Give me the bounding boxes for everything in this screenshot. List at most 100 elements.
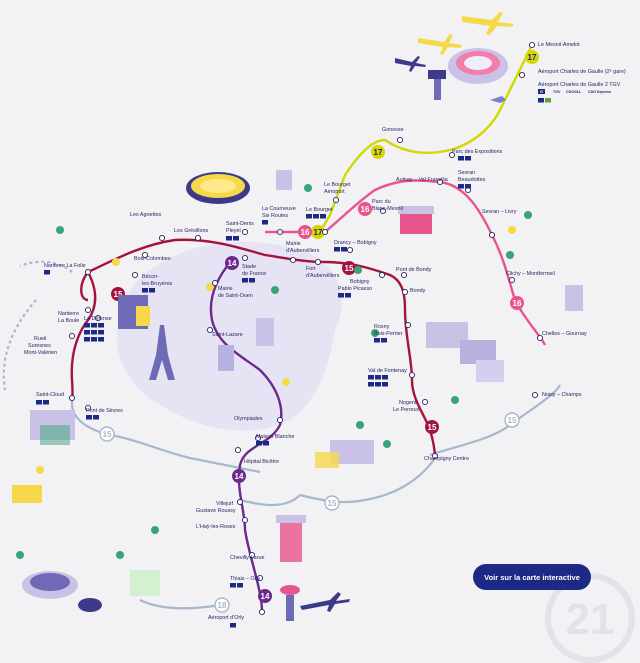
station-maisonblanche: Maison Blanche bbox=[256, 434, 294, 440]
station-parcblanc-1: Parc du bbox=[372, 199, 391, 205]
station-pontbondy: Pont de Bondy bbox=[396, 267, 432, 273]
station-mairiesaintouen-1: Mairie bbox=[218, 286, 233, 292]
station-pontsevres: Pont de Sèvres bbox=[86, 408, 123, 414]
svg-text:17: 17 bbox=[374, 148, 383, 157]
stadium-icon bbox=[186, 172, 250, 204]
station-drancy: Drancy – Bobigny bbox=[334, 240, 377, 246]
station-saintdenis-1: Saint-Denis bbox=[226, 221, 254, 227]
station-becon-2: les-Bruyères bbox=[142, 281, 173, 287]
station-hopitalbicetre: Hôpital Bicêtre bbox=[244, 459, 279, 465]
control-tower-icon bbox=[428, 70, 446, 100]
station-mairieaub-2: d'Aubervilliers bbox=[286, 248, 320, 254]
line-15-ext-marker-a: 15 bbox=[99, 426, 115, 442]
airplane-icon bbox=[490, 96, 506, 103]
line-15-ext-marker-c: 15 bbox=[324, 495, 340, 511]
airplane-icon bbox=[418, 34, 462, 55]
svg-text:15: 15 bbox=[345, 264, 354, 273]
station-becon-1: Bécon- bbox=[142, 274, 159, 280]
station-gresillons: Les Grésillons bbox=[174, 228, 208, 234]
station-cdg2tgv: Aéroport Charles de Gaulle 2 TGV bbox=[538, 82, 621, 88]
station-rosny-2: Bois-Perrier bbox=[374, 331, 403, 337]
svg-text:16: 16 bbox=[513, 299, 522, 308]
station-aulnay: Aulnay – Val Francilia bbox=[396, 177, 448, 183]
station-sevranlivry: Sevran – Livry bbox=[482, 209, 517, 215]
station-saintlazare: Saint-Lazare bbox=[212, 332, 243, 338]
svg-text:15: 15 bbox=[428, 423, 437, 432]
svg-text:16: 16 bbox=[361, 205, 370, 214]
station-chevilly: Chevilly-Larue bbox=[230, 555, 264, 561]
buildings-illustration bbox=[12, 170, 583, 621]
station-valfontenay: Val de Fontenay bbox=[368, 368, 407, 374]
station-orly: Aéroport d'Orly bbox=[208, 615, 244, 621]
svg-text:15: 15 bbox=[508, 416, 517, 425]
line-14-path bbox=[209, 259, 283, 613]
line-18-marker: 18 bbox=[214, 597, 230, 613]
svg-text:17: 17 bbox=[528, 53, 537, 62]
station-dots bbox=[68, 41, 544, 616]
line-16-marker-b: 16 bbox=[358, 202, 372, 216]
station-champigny: Champigny Centre bbox=[424, 456, 469, 462]
station-lebourgetaero-1: Le Bourget bbox=[324, 182, 351, 188]
station-rueil-3: Mont-Valérien bbox=[24, 350, 57, 356]
station-nogent-1: Nogent bbox=[399, 400, 417, 406]
station-ladefense: La Défense bbox=[84, 316, 112, 322]
station-stadefrance-2: de France bbox=[242, 271, 266, 277]
line-16-marker-a: 16 bbox=[298, 225, 312, 239]
station-chelles: Chelles – Gournay bbox=[542, 331, 587, 337]
station-sevranb-2: Beaudottes bbox=[458, 177, 486, 183]
station-lacourneuve-2: Six Routes bbox=[262, 213, 288, 219]
station-cdg2: Aéroport Charles de Gaulle (2ᵉ gare) bbox=[538, 69, 626, 75]
svg-text:15: 15 bbox=[114, 290, 123, 299]
station-hay: L'Haÿ-les-Roses bbox=[196, 524, 236, 530]
station-nanterreboule-1: Nanterre bbox=[58, 311, 79, 317]
station-saintcloud: Saint-Cloud bbox=[36, 392, 64, 398]
interactive-map-button[interactable]: Voir sur la carte interactive bbox=[473, 564, 591, 590]
line-15-marker-b: 15 bbox=[342, 261, 356, 275]
airplane-icon bbox=[395, 56, 426, 72]
station-thiais: Thiais – Orly bbox=[230, 576, 261, 582]
station-gonesse: Gonesse bbox=[382, 127, 404, 133]
station-parcblanc-2: Blanc-Mesnil bbox=[372, 206, 403, 212]
station-nanterreboule-2: La Boule bbox=[58, 318, 79, 324]
airplane-icon bbox=[300, 592, 350, 612]
station-villejuif-2: Gustave Roussy bbox=[196, 508, 236, 514]
line-14-marker-a: 14 bbox=[225, 256, 239, 270]
svg-text:CDG Express: CDG Express bbox=[588, 90, 611, 94]
cdg-airport-illustration bbox=[395, 12, 514, 103]
station-rosny-1: Rosny bbox=[374, 324, 390, 330]
svg-text:14: 14 bbox=[261, 592, 270, 601]
eiffel-tower-icon bbox=[149, 325, 175, 380]
station-boiscolombes: Bois-Colombes bbox=[134, 256, 171, 262]
line-17-marker-top: 17 bbox=[525, 50, 539, 64]
station-fortaub-2: d'Aubervilliers bbox=[306, 273, 340, 279]
station-villejuif-1: Villejuif bbox=[216, 501, 233, 507]
station-sevranb-1: Sevran bbox=[458, 170, 475, 176]
svg-text:CDGVAL: CDGVAL bbox=[566, 90, 582, 94]
line-17-marker-low: 17 bbox=[311, 225, 325, 239]
station-mairiesaintouen-2: de Saint-Ouen bbox=[218, 293, 253, 299]
station-lebourgetaero-2: Aéroport bbox=[324, 189, 345, 195]
station-fortaub-1: Fort bbox=[306, 266, 316, 272]
station-nanterrefolie: Nanterre La Folie bbox=[44, 263, 86, 269]
airplane-icon bbox=[462, 12, 514, 35]
tree-icon bbox=[16, 184, 532, 559]
line-16-marker-c: 16 bbox=[510, 296, 524, 310]
control-tower-icon bbox=[280, 585, 300, 621]
svg-text:17: 17 bbox=[314, 228, 323, 237]
line-17-path bbox=[318, 44, 534, 233]
line-14-marker-c: 14 bbox=[258, 589, 272, 603]
svg-text:15: 15 bbox=[328, 499, 337, 508]
transfer-badges bbox=[36, 98, 551, 628]
line-17-marker-mid: 17 bbox=[371, 145, 385, 159]
station-rueil-2: Suresnes bbox=[28, 343, 51, 349]
line-18 bbox=[139, 599, 221, 610]
station-nogent-2: Le Perreux bbox=[393, 407, 420, 413]
svg-text:16: 16 bbox=[301, 228, 310, 237]
station-mesnil: Le Mesnil-Amelot bbox=[538, 42, 580, 48]
station-saintdenis-2: Pleyel bbox=[226, 228, 241, 234]
svg-text:14: 14 bbox=[235, 472, 244, 481]
station-agnettes: Les Agnettes bbox=[130, 212, 161, 218]
station-stadefrance-1: Stade bbox=[242, 264, 256, 270]
svg-text:TGV: TGV bbox=[553, 90, 561, 94]
